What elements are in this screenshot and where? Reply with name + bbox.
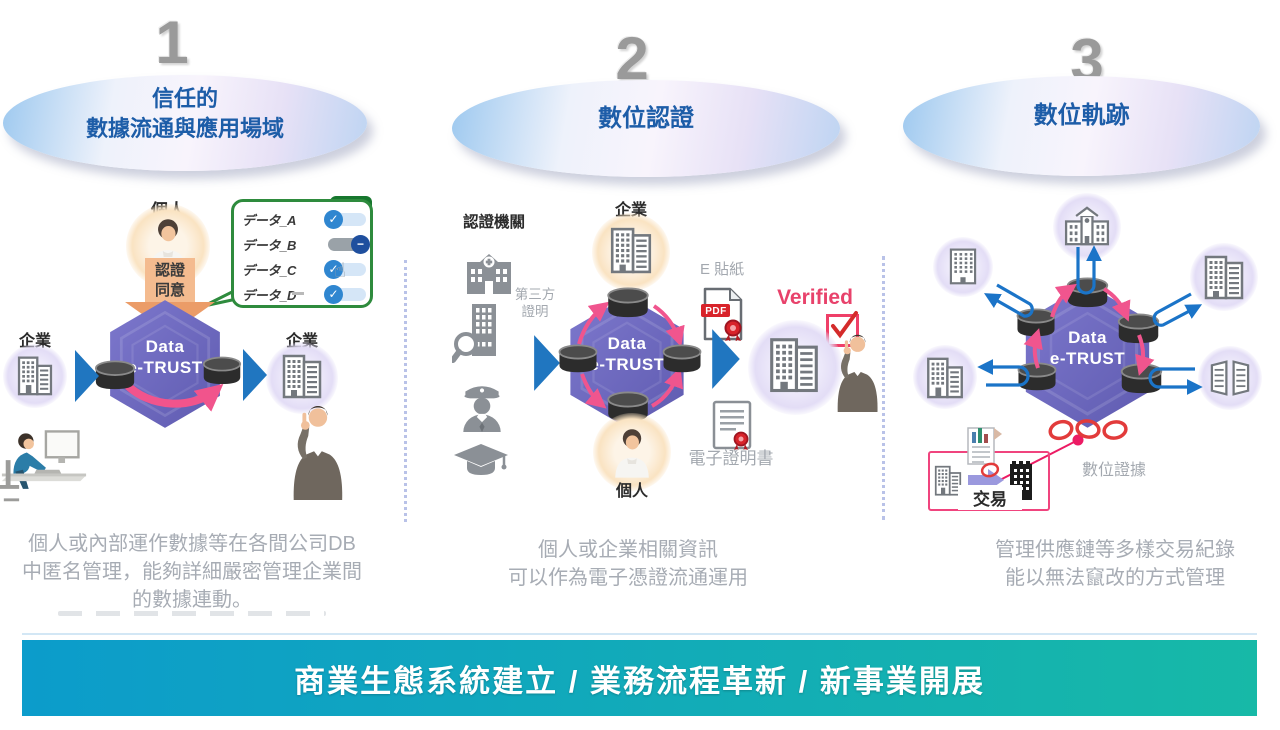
verified-check-icon <box>831 311 858 339</box>
data-row-d-toggle[interactable]: ✓ <box>324 284 366 304</box>
flow-right-arrow-icon <box>711 328 741 390</box>
step-2-description: 個人或企業相關資訊 可以作為電子憑證流通運用 <box>448 536 808 592</box>
step-1-number: 1 <box>155 9 189 76</box>
building-icon <box>281 353 323 399</box>
consent-label-line2: 同意 <box>154 282 185 299</box>
toggle-check-icon: ✓ <box>324 209 343 229</box>
step-3-title: 數位軌跡 <box>903 101 1260 131</box>
report-chart-icon <box>967 427 1002 465</box>
col3-org-circle-bottom-right <box>1198 346 1262 410</box>
data-row-b: データ_B − <box>234 231 370 256</box>
step-2-ellipse <box>452 80 840 177</box>
data-row-d-label: データ_D <box>242 288 297 303</box>
step-3-title-line1: 數位軌跡 <box>1033 102 1130 129</box>
data-row-c-toggle[interactable]: ✓ <box>324 259 366 279</box>
e-sticker-label: E 貼紙 <box>700 261 745 278</box>
step-1-title: 信任的 數據流通與應用場域 <box>3 84 367 144</box>
toggle-check-icon: ✓ <box>324 259 343 279</box>
woman-at-computer-illustration <box>0 418 88 508</box>
toggle-minus-icon: − <box>351 234 370 254</box>
step-3-description: 管理供應鏈等多樣交易紀錄 能以無法竄改的方式管理 <box>930 536 1280 592</box>
step-1-description: 個人或內部運作數據等在各間公司DB 中匿名管理，能夠詳細嚴密管理企業間 的數據連… <box>10 530 374 614</box>
database-icon <box>606 287 650 319</box>
hexagon-2-label: Data e-TRUST <box>569 333 685 375</box>
data-row-c-label: データ_C <box>242 263 297 278</box>
database-icon <box>202 356 242 386</box>
col2-authority-label: 認證機關 <box>462 214 525 231</box>
step-3-ellipse <box>903 76 1260 176</box>
hexagon-1-label-line2: e-TRUST <box>127 358 203 377</box>
hexagon-3-label-line1: Data <box>1068 328 1107 347</box>
col2-person-label: 個人 <box>615 483 648 500</box>
clipped-text-line <box>58 611 326 616</box>
step-1-ellipse <box>3 75 367 171</box>
step-2-desc-line2: 可以作為電子憑證流通運用 <box>508 567 748 589</box>
businessman-illustration <box>824 334 888 412</box>
data-row-a-label: データ_A <box>242 213 297 228</box>
hexagon-2-label-line2: e-TRUST <box>589 355 665 374</box>
toggle-check-icon: ✓ <box>324 284 343 304</box>
divider-dotted-left <box>404 260 407 522</box>
step-1-desc-line1: 個人或內部運作數據等在各間公司DB <box>28 533 356 555</box>
step-1-desc-line3: 的數據連動。 <box>132 589 252 611</box>
e-certificate-label: 電子證明書 <box>688 449 774 468</box>
graduation-cap-icon <box>452 442 510 480</box>
col2-person-halo <box>593 413 671 491</box>
transaction-label: 交易 <box>958 485 1022 510</box>
building-icon <box>16 354 54 396</box>
hexagon-1-label: Data e-TRUST <box>109 336 221 378</box>
step-2-desc-line1: 個人或企業相關資訊 <box>538 539 718 561</box>
bubble-handle <box>292 292 304 295</box>
consent-label-line1: 認證 <box>154 262 185 279</box>
chain-link-icon <box>980 462 1000 478</box>
hand-cursor-icon: ☝ <box>334 260 347 282</box>
flow-right-arrow-icon <box>74 349 100 403</box>
step-3-desc-line2: 能以無法竄改的方式管理 <box>1005 567 1225 589</box>
third-party-line2: 證明 <box>521 304 549 319</box>
verified-label: Verified <box>777 286 853 309</box>
step-1-desc-line2: 中匿名管理，能夠詳細嚴密管理企業間 <box>22 561 362 583</box>
third-party-line1: 第三方 <box>514 287 556 302</box>
person-icon <box>608 426 656 478</box>
data-row-b-toggle[interactable]: − <box>328 234 370 254</box>
evidence-dot <box>1072 434 1084 446</box>
hexagon-3-label-line2: e-TRUST <box>1049 349 1126 368</box>
hexagon-3-label: Data e-TRUST <box>1024 327 1151 369</box>
data-row-d: データ_D ✓ <box>234 281 370 306</box>
building-icon <box>609 226 653 274</box>
banner-top-rule <box>22 633 1257 635</box>
hexagon-1-label-line1: Data <box>145 337 185 356</box>
data-row-a-toggle[interactable]: ✓ <box>324 209 366 229</box>
e-certificate-icon <box>710 400 754 450</box>
circulation-arrows-pink <box>577 301 685 409</box>
evidence-label: 數位證據 <box>1082 462 1147 479</box>
blockchain-icon <box>1048 419 1128 441</box>
data-consent-panel: データ_A ✓ データ_B − データ_C ✓ データ_D ✓ <box>231 199 373 308</box>
data-row-b-label: データ_B <box>242 238 297 253</box>
inspection-building-icon <box>452 302 510 364</box>
hexagon-2-label-line1: Data <box>607 334 647 353</box>
database-icon <box>94 360 136 391</box>
step-2-title: 數位認證 <box>452 104 840 134</box>
step-3-desc-line1: 管理供應鏈等多樣交易紀錄 <box>995 539 1235 561</box>
businessman-illustration <box>277 405 355 500</box>
building-icon <box>768 336 820 393</box>
data-row-c: データ_C ✓ <box>234 256 370 281</box>
flow-right-arrow-icon <box>242 348 268 402</box>
step-1-title-line2: 數據流通與應用場域 <box>85 116 284 141</box>
police-officer-icon <box>459 378 505 432</box>
database-icon <box>661 344 703 374</box>
consent-label: 認證 同意 <box>130 261 210 301</box>
bottom-banner-text: 商業生態系統建立 / 業務流程革新 / 新事業開展 <box>294 663 985 699</box>
data-flow-arrow-pink <box>123 381 224 412</box>
data-row-a: データ_A ✓ <box>234 206 370 231</box>
pdf-label: PDF <box>705 306 727 317</box>
divider-dotted-right <box>882 256 885 520</box>
database-icon <box>557 344 599 374</box>
bottom-banner: 商業生態系統建立 / 業務流程革新 / 新事業開展 <box>22 640 1257 716</box>
step-2-title-line1: 數位認證 <box>598 105 694 132</box>
step-1-title-line1: 信任的 <box>151 86 218 111</box>
third-party-label: 第三方 證明 <box>503 286 567 320</box>
